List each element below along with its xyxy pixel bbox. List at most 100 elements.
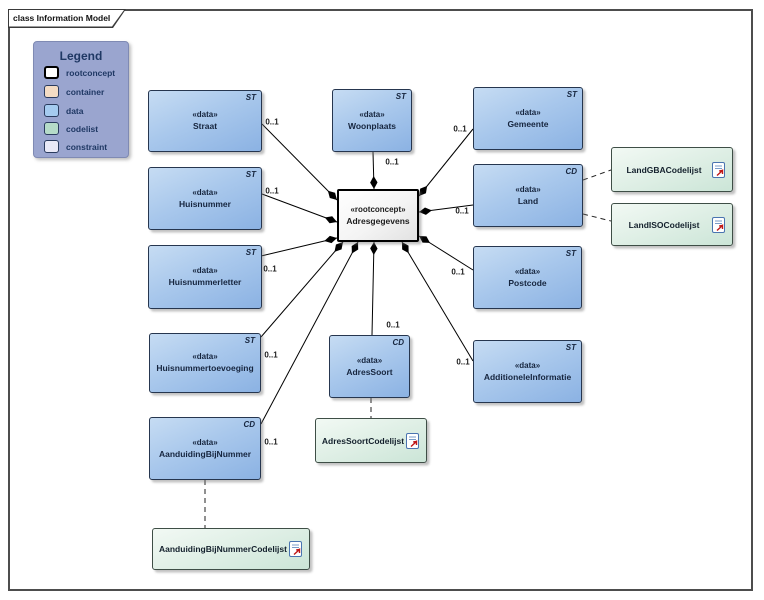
class-body: «data» AdresSoort [330, 336, 409, 397]
type-tag: ST [244, 336, 255, 345]
type-tag: ST [245, 170, 256, 179]
class-adresgegevens[interactable]: «rootconcept» Adresgegevens [337, 189, 419, 242]
type-tag: CD [565, 167, 577, 176]
codelist-body: AdresSoortCodelijst [316, 419, 426, 462]
class-additioneleinformatie[interactable]: ST «data» AdditioneleInformatie [473, 340, 582, 403]
type-tag: ST [245, 93, 256, 102]
container-swatch [44, 85, 59, 98]
class-woonplaats[interactable]: ST «data» Woonplaats [332, 89, 412, 152]
class-land[interactable]: CD «data» Land [473, 164, 583, 227]
legend-label: rootconcept [66, 67, 116, 78]
connector-aanduidingbijnummer[interactable] [260, 241, 359, 425]
class-name: Huisnummertoevoeging [156, 363, 254, 374]
stereotype-label: «data» [515, 184, 541, 194]
connector-land[interactable] [418, 204, 474, 215]
codelist-body: AanduidingBijNummerCodelijst [153, 529, 309, 569]
legend-item-container: container [44, 85, 104, 98]
multiplicity-label: 0..1 [265, 186, 279, 196]
codelist-body: LandISOCodelijst [612, 204, 732, 245]
constraint-swatch [44, 140, 59, 153]
class-aanduidingbijnummer[interactable]: CD «data» AanduidingBijNummer [149, 417, 261, 480]
multiplicity-label: 0..1 [451, 267, 465, 277]
connector-adressoort[interactable] [370, 241, 378, 336]
class-name: AdditioneleInformatie [483, 371, 572, 382]
class-huisnummer[interactable]: ST «data» Huisnummer [148, 167, 262, 230]
class-adressoort[interactable]: CD «data» AdresSoort [329, 335, 410, 398]
class-postcode[interactable]: ST «data» Postcode [473, 246, 582, 309]
multiplicity-label: 0..1 [264, 437, 278, 447]
class-body: «data» Huisnummerletter [149, 246, 261, 308]
multiplicity-label: 0..1 [263, 264, 277, 274]
legend-item-rootconcept: rootconcept [44, 66, 115, 79]
class-body: «data» Straat [149, 91, 261, 151]
class-huisnummerletter[interactable]: ST «data» Huisnummerletter [148, 245, 262, 309]
class-body: «data» Gemeente [474, 88, 582, 149]
stereotype-label: «data» [192, 437, 218, 447]
legend-label: data [66, 105, 84, 116]
codelist-landiso[interactable]: LandISOCodelijst [611, 203, 733, 246]
stereotype-label: «rootconcept» [350, 204, 406, 214]
connector-straat[interactable] [261, 123, 338, 201]
codelist-name: AdresSoortCodelijst [321, 435, 405, 446]
class-gemeente[interactable]: ST «data» Gemeente [473, 87, 583, 150]
class-name: Huisnummer [179, 198, 231, 209]
multiplicity-label: 0..1 [453, 124, 467, 134]
class-body: «rootconcept» Adresgegevens [339, 191, 417, 240]
document-icon [712, 161, 725, 178]
codelist-landgba[interactable]: LandGBACodelijst [611, 147, 733, 192]
stereotype-label: «data» [359, 109, 385, 119]
codelist-swatch [44, 122, 59, 135]
codelist-name: LandISOCodelijst [628, 219, 700, 230]
rootconcept-swatch [44, 66, 59, 79]
class-name: AdresSoort [346, 366, 393, 377]
class-huisnummertoevoeging[interactable]: ST «data» Huisnummertoevoeging [149, 333, 261, 393]
class-body: «data» Huisnummer [149, 168, 261, 229]
class-body: «data» AdditioneleInformatie [474, 341, 581, 402]
type-tag: ST [395, 92, 406, 101]
type-tag: ST [565, 249, 576, 258]
stereotype-label: «data» [515, 107, 541, 117]
codelist-adressoort[interactable]: AdresSoortCodelijst [315, 418, 427, 463]
codelist-name: AanduidingBijNummerCodelijst [159, 544, 287, 554]
type-tag: ST [245, 248, 256, 257]
stereotype-label: «data» [192, 110, 218, 120]
connector-additioneleinformatie[interactable] [401, 241, 474, 362]
stereotype-label: «data» [192, 266, 218, 276]
multiplicity-label: 0..1 [264, 350, 278, 360]
dependency-land-iso[interactable] [582, 213, 612, 222]
stereotype-label: «data» [514, 266, 541, 276]
codelist-body: LandGBACodelijst [612, 148, 732, 191]
legend[interactable]: Legend rootconcept container data codeli… [33, 41, 129, 158]
class-body: «data» Huisnummertoevoeging [150, 334, 260, 392]
connector-huisnummertoevoeging[interactable] [260, 241, 344, 338]
connector-huisnummer[interactable] [261, 193, 338, 224]
multiplicity-label: 0..1 [386, 320, 400, 330]
connector-huisnummerletter[interactable] [260, 235, 338, 257]
class-name: Gemeente [507, 118, 549, 129]
type-tag: CD [243, 420, 255, 429]
type-tag: ST [565, 343, 576, 352]
codelist-aanduidingbijnummer[interactable]: AanduidingBijNummerCodelijst [152, 528, 310, 570]
class-name: Straat [192, 121, 218, 132]
connector-gemeente[interactable] [418, 128, 474, 197]
class-name: Woonplaats [347, 120, 396, 131]
class-body: «data» Land [474, 165, 582, 226]
multiplicity-label: 0..1 [265, 117, 279, 127]
dependency-land-gba[interactable] [582, 169, 612, 181]
stereotype-label: «data» [192, 352, 218, 362]
class-straat[interactable]: ST «data» Straat [148, 90, 262, 152]
type-tag: CD [392, 338, 404, 347]
class-name: Postcode [508, 277, 547, 288]
connector-postcode[interactable] [418, 235, 474, 271]
multiplicity-label: 0..1 [456, 357, 470, 367]
connector-woonplaats[interactable] [370, 151, 378, 190]
legend-item-data: data [44, 104, 83, 117]
document-icon [289, 541, 302, 557]
legend-item-codelist: codelist [44, 122, 98, 135]
document-icon [406, 432, 419, 449]
multiplicity-label: 0..1 [385, 157, 399, 167]
class-name: AanduidingBijNummer [158, 448, 252, 459]
class-name: Land [517, 195, 539, 206]
